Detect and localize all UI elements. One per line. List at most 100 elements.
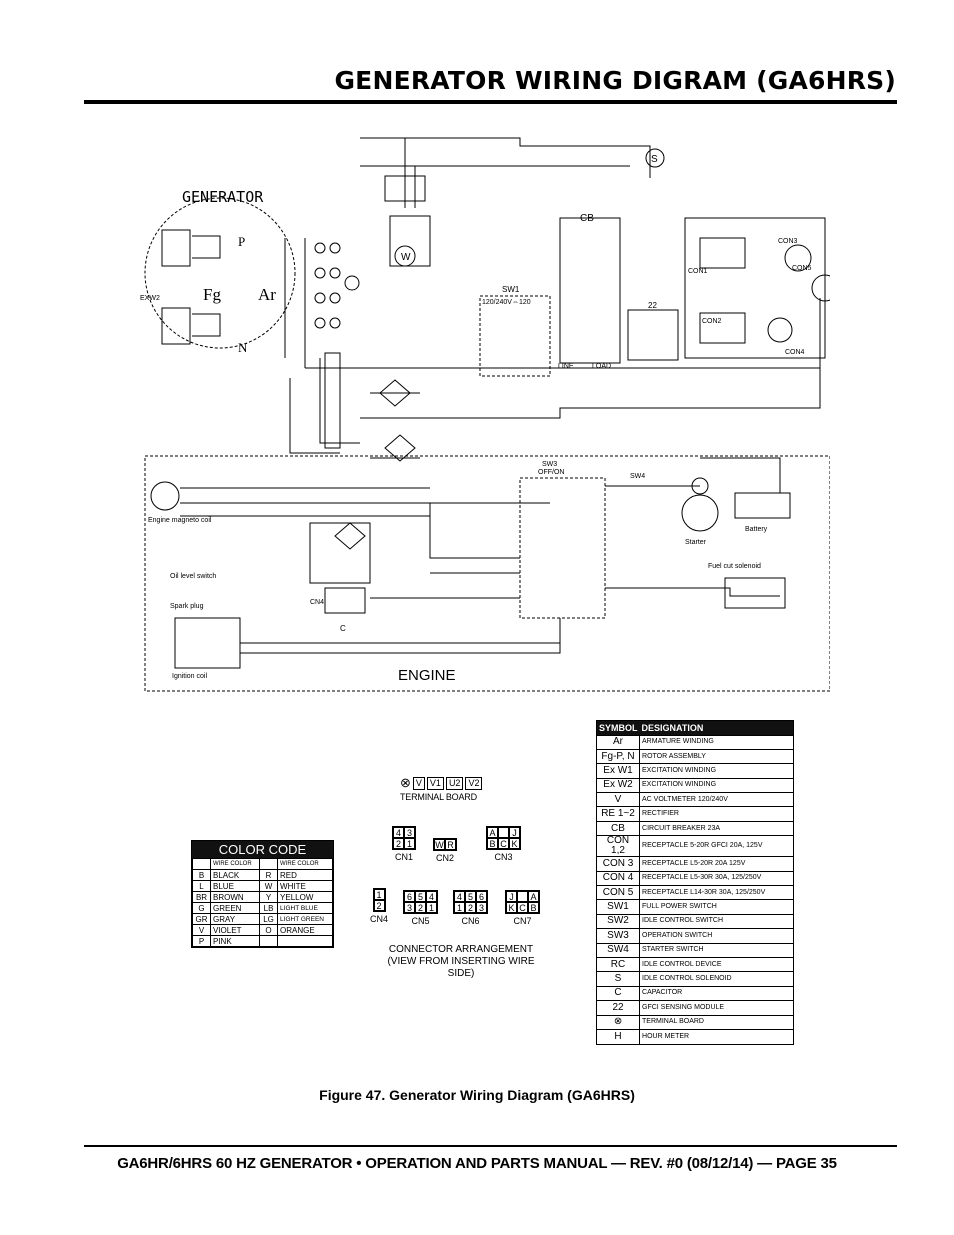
rectifier-engine	[334, 522, 366, 550]
symbol-header: SYMBOL	[597, 721, 640, 735]
symbol-designation: ARMATURE WINDING	[639, 734, 793, 750]
color-code-abbrev: V	[192, 924, 211, 936]
symbol-code: CB	[597, 820, 641, 836]
symbol-code: RE 1~2	[597, 806, 641, 822]
connector-caption: CONNECTOR ARRANGEMENT (VIEW FROM INSERTI…	[380, 944, 542, 980]
label-22: 22	[648, 301, 657, 310]
wire-r	[360, 358, 821, 419]
connector-cn6: 4 5 6 1 2 3 CN6	[453, 890, 488, 926]
color-code-name: GRAY	[209, 913, 261, 925]
header-spacer	[192, 858, 211, 870]
cn1-block	[384, 175, 426, 202]
cn3-pin: J	[509, 827, 520, 838]
cn3-pin: K	[509, 838, 520, 849]
connector-cn2: W R CN2	[433, 838, 457, 863]
label-line: LINE	[558, 363, 574, 370]
rectifier-n	[161, 307, 191, 345]
wiring-diagram-svg: GENERATOR P N Fg Ar EXW2 S W SW1	[140, 137, 839, 692]
color-code-abbrev: W	[259, 880, 279, 892]
page-footer: GA6HR/6HRS 60 HZ GENERATOR • OPERATION A…	[117, 1155, 837, 1172]
symbol-designation: STARTER SWITCH	[639, 942, 793, 958]
armature-leads	[284, 238, 306, 368]
color-code-name: BROWN	[209, 891, 261, 903]
rotor-winding-p	[192, 235, 221, 259]
connector-cn3: A J B C K CN3	[486, 826, 521, 862]
rotor-winding-n	[192, 313, 221, 337]
header-wire-color-right: WIRE COLOR	[277, 858, 333, 870]
wire-ignition	[240, 618, 561, 654]
color-code-name: ORANGE	[277, 924, 333, 936]
label-c: C	[340, 624, 346, 633]
label-ar: Ar	[258, 285, 276, 304]
wire-engine-mid	[370, 503, 520, 599]
symbol-designation: GFCI SENSING MODULE	[639, 1000, 793, 1016]
color-code-abbrev: R	[259, 869, 279, 881]
terminal-board-label: TERMINAL BOARD	[400, 792, 477, 802]
symbol-code: RC	[597, 956, 641, 972]
cn2-pin: R	[445, 839, 456, 850]
symbol-code: CON 3	[597, 856, 641, 872]
color-code-abbrev: LG	[259, 913, 279, 925]
cn3-label: CN3	[494, 852, 513, 862]
symbol-code: Fg-P, N	[597, 748, 641, 764]
figure-caption: Figure 47. Generator Wiring Diagram (GA6…	[319, 1087, 635, 1103]
cn6-pin: 3	[476, 902, 487, 913]
color-code-abbrev: L	[192, 880, 211, 892]
symbol-designation: RECEPTACLE L5-30R 30A, 125/250V	[639, 870, 793, 886]
cn5-pin: 2	[415, 902, 426, 913]
connector-cn7: J A K C B CN7	[505, 890, 540, 926]
cn6-label: CN6	[461, 916, 480, 926]
color-code-name: PINK	[209, 935, 261, 947]
wire-rect	[370, 392, 420, 459]
con4	[767, 317, 793, 343]
color-code-abbrev: G	[192, 902, 211, 914]
connector-cn4: 1 2 CN4	[370, 888, 388, 924]
engine-magneto-coil	[150, 481, 180, 511]
cn5-pin: 4	[426, 891, 437, 902]
voltmeter-box	[389, 215, 431, 267]
terminal-cell: U2	[445, 776, 464, 790]
cn3-pin: A	[487, 827, 498, 838]
cn2-grid: W R	[433, 838, 457, 851]
label-p: P	[238, 234, 245, 249]
symbol-code: SW3	[597, 928, 641, 944]
symbol-row: ⊗TERMINAL BOARD	[597, 1014, 793, 1030]
title-rule	[84, 100, 897, 104]
cn7-pin: B	[528, 902, 539, 913]
terminal-board-icon: ⊗	[400, 775, 411, 790]
symbol-designation: EXCITATION WINDING	[639, 777, 793, 793]
label-engine-coil: Engine magneto coil	[148, 517, 212, 524]
color-code-title: COLOR CODE	[192, 841, 333, 858]
ignition-coil	[174, 617, 241, 669]
color-code-abbrev: O	[259, 924, 279, 936]
armature-terminals	[314, 242, 341, 329]
wire-b14	[700, 457, 781, 493]
wiring-diagram: GENERATOR P N Fg Ar EXW2 S W SW1	[130, 118, 839, 698]
cn3-pin: C	[498, 838, 509, 849]
cn1-pin: 2	[393, 838, 404, 849]
cn4-pin: 2	[373, 900, 385, 911]
label-n: N	[238, 340, 248, 355]
symbol-designation: CAPACITOR	[639, 985, 793, 1001]
symbol-code: CON 5	[597, 885, 641, 900]
color-code-abbrev: Y	[259, 891, 279, 903]
symbol-designation: CIRCUIT BREAKER 23A	[639, 820, 793, 836]
cn4-pin: 1	[373, 889, 385, 900]
label-w: W	[401, 252, 411, 263]
wire-down-cn1	[404, 138, 416, 208]
symbol-code: 22	[597, 1000, 641, 1016]
designation-header: DESIGNATION	[639, 721, 793, 735]
page-title: GENERATOR WIRING DIGRAM (GA6HRS)	[334, 66, 896, 95]
